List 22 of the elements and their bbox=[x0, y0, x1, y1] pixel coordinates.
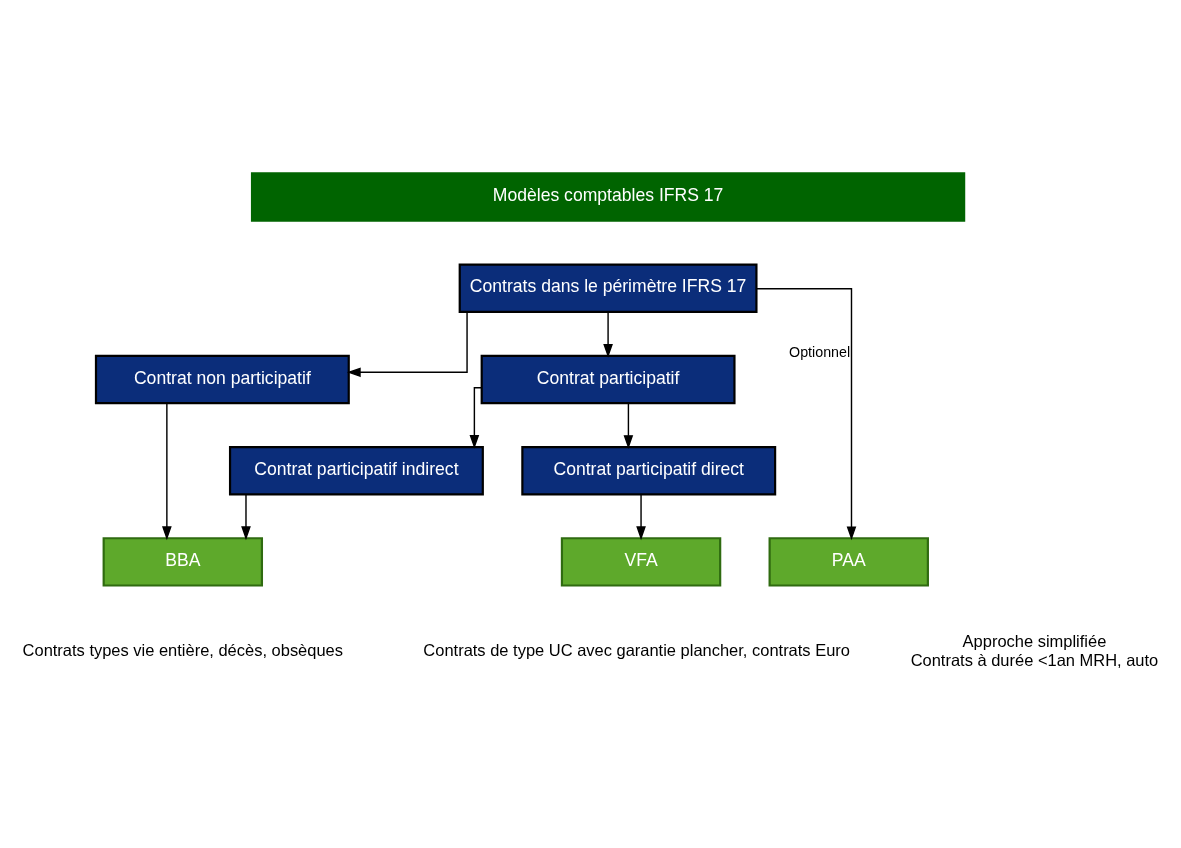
arrow bbox=[603, 311, 613, 358]
node-box: Contrat non participatif bbox=[94, 354, 350, 404]
arrow bbox=[755, 287, 857, 540]
node-box: Contrat participatif direct bbox=[521, 445, 777, 495]
node-label: Contrats à durée <1an MRH, auto bbox=[910, 650, 1159, 669]
arrow bbox=[636, 493, 646, 540]
node-label: Contrats de type UC avec garantie plancher, contrats Euro bbox=[423, 640, 850, 659]
arrow bbox=[469, 386, 483, 449]
node-box: Contrat participatif bbox=[480, 354, 736, 404]
node-box: Modèles comptables IFRS 17 bbox=[250, 171, 966, 222]
node-box: Contrats dans le périmètre IFRS 17 bbox=[458, 263, 758, 313]
node-box: VFA bbox=[560, 536, 722, 587]
node-label: Contrats types vie entière, décès, obsèques bbox=[22, 640, 344, 659]
node-box: Contrat participatif indirect bbox=[228, 445, 484, 495]
node-box: PAA bbox=[768, 536, 929, 587]
edge-label: Optionnel bbox=[789, 343, 851, 360]
arrow bbox=[162, 402, 172, 540]
arrow bbox=[623, 402, 634, 449]
node-label: Approche simplifiée bbox=[962, 631, 1107, 650]
node-box: BBA bbox=[102, 536, 264, 587]
arrow bbox=[346, 310, 468, 377]
arrow bbox=[241, 493, 251, 540]
